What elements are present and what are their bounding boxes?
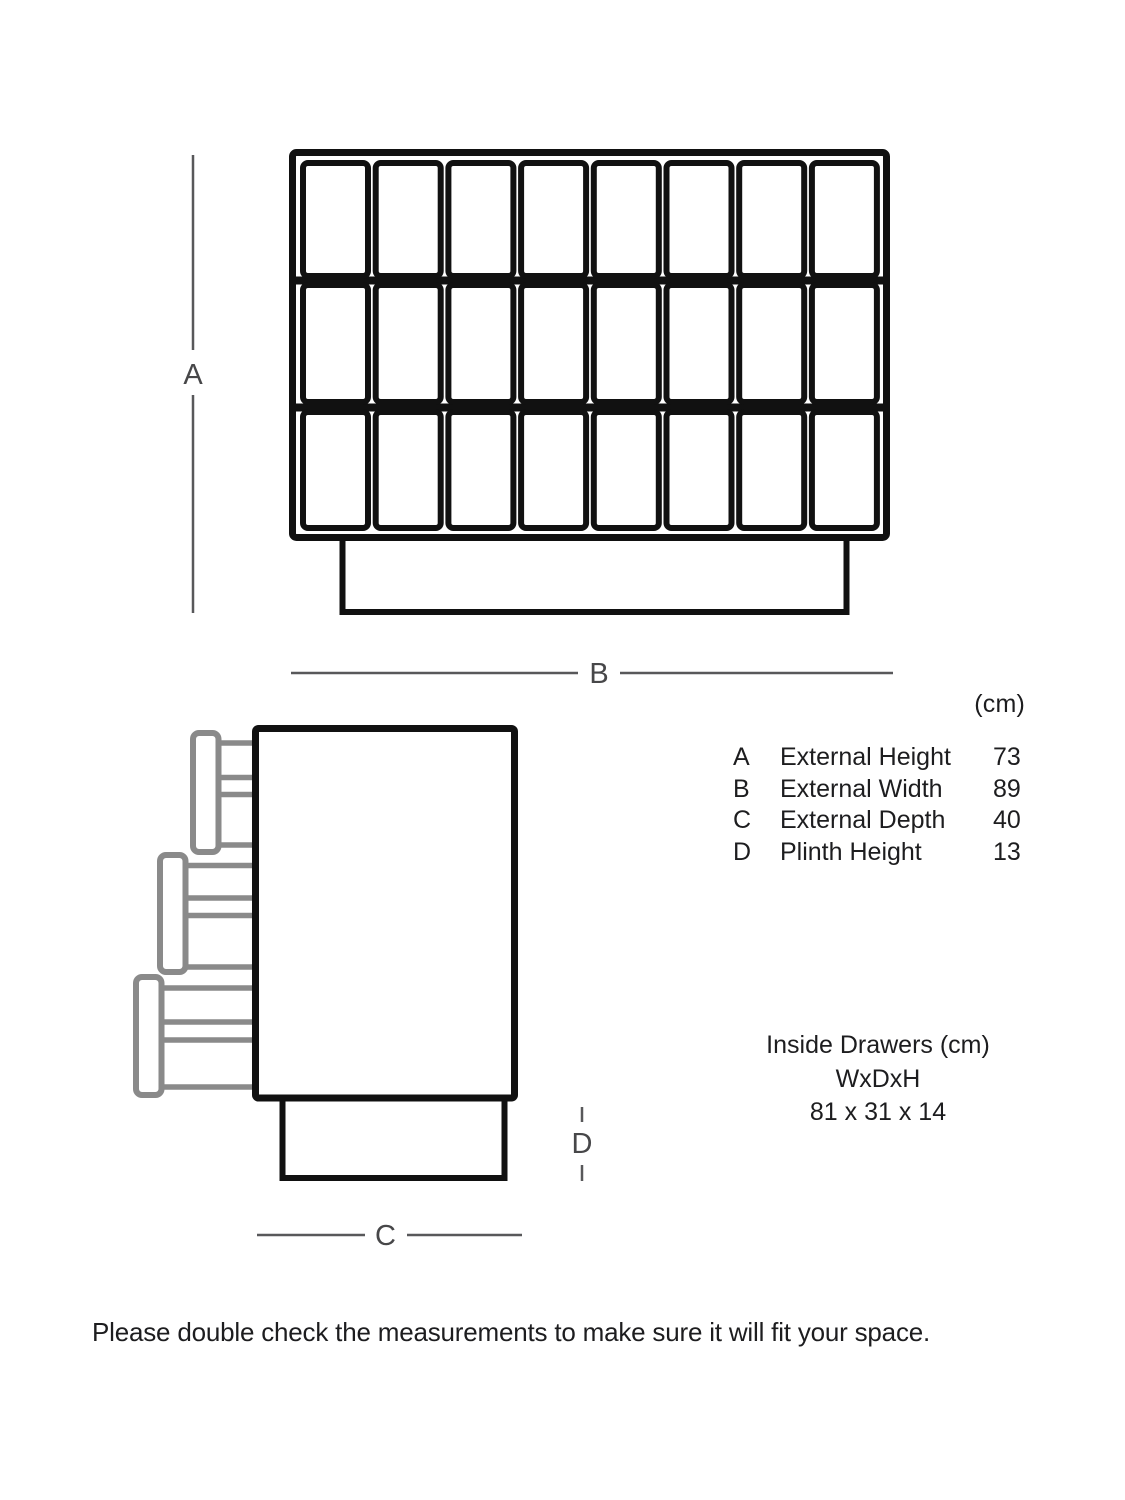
dimension-b-label: B bbox=[589, 658, 608, 690]
drawer-panel bbox=[300, 160, 371, 279]
inside-drawers-block: Inside Drawers (cm) WxDxH 81 x 31 x 14 bbox=[710, 1029, 1046, 1130]
table-row: A External Height 73 bbox=[733, 742, 1033, 774]
table-row: B External Width 89 bbox=[733, 774, 1033, 806]
inside-drawers-title: Inside Drawers (cm) bbox=[766, 1031, 990, 1059]
row-letter: C bbox=[733, 806, 752, 835]
row-letter: A bbox=[733, 743, 750, 772]
drawer-panel bbox=[808, 409, 880, 531]
drawer-panel bbox=[300, 409, 371, 531]
dimension-table: A External Height 73 B External Width 89… bbox=[733, 742, 1033, 868]
row-letter: B bbox=[733, 774, 750, 803]
row-letter: D bbox=[733, 838, 752, 867]
row-label: Plinth Height bbox=[780, 838, 922, 867]
dimension-b: B bbox=[291, 658, 893, 690]
table-row: C External Depth 40 bbox=[733, 805, 1033, 837]
drawer-panel bbox=[445, 160, 517, 279]
drawer-panel bbox=[808, 160, 880, 279]
row-value: 89 bbox=[993, 774, 1021, 803]
drawer-front bbox=[190, 730, 222, 855]
drawer-panel bbox=[808, 282, 880, 405]
row-value: 73 bbox=[993, 743, 1021, 772]
drawer-panel bbox=[590, 409, 662, 531]
side-cabinet-body bbox=[252, 725, 518, 1102]
drawer-panel bbox=[663, 282, 735, 405]
drawer-panel bbox=[590, 160, 662, 279]
row-label: External Height bbox=[780, 743, 951, 772]
inside-drawers-format: WxDxH bbox=[835, 1064, 921, 1093]
dimension-a: A bbox=[183, 155, 203, 613]
row-value: 13 bbox=[993, 838, 1021, 867]
dimension-a-label: A bbox=[183, 359, 203, 391]
disclaimer-text: Please double check the measurements to … bbox=[92, 1317, 931, 1347]
front-plinth bbox=[339, 535, 850, 615]
side-drawer-top bbox=[190, 730, 257, 855]
dimension-c-label: C bbox=[375, 1220, 396, 1252]
drawer-panel bbox=[518, 409, 590, 531]
drawer-panel bbox=[736, 409, 808, 531]
side-view bbox=[133, 725, 518, 1181]
drawer-panel bbox=[663, 409, 735, 531]
dimension-d-label: D bbox=[572, 1128, 593, 1160]
row-label: External Depth bbox=[780, 806, 946, 835]
drawer-panel bbox=[372, 409, 444, 531]
front-view bbox=[289, 149, 890, 615]
drawer-panel bbox=[372, 282, 444, 405]
drawer-panel bbox=[736, 282, 808, 405]
drawer-front bbox=[157, 852, 189, 975]
side-plinth bbox=[279, 1095, 508, 1181]
drawer-front bbox=[133, 974, 165, 1098]
side-drawer-middle bbox=[157, 852, 257, 975]
inside-drawers-value: 81 x 31 x 14 bbox=[809, 1098, 947, 1126]
table-row: D Plinth Height 13 bbox=[733, 837, 1033, 869]
drawer-panel bbox=[445, 409, 517, 531]
drawer-panel bbox=[518, 282, 590, 405]
units-header: (cm) bbox=[974, 690, 1025, 718]
dimension-d: D bbox=[572, 1107, 593, 1181]
dimension-c: C bbox=[257, 1220, 522, 1252]
drawer-panel bbox=[445, 282, 517, 405]
drawer-panel bbox=[372, 160, 444, 279]
drawer-panel bbox=[590, 282, 662, 405]
front-panel-grid bbox=[300, 160, 880, 531]
drawer-panel bbox=[300, 282, 371, 405]
row-value: 40 bbox=[993, 806, 1021, 835]
drawer-panel bbox=[518, 160, 590, 279]
drawer-panel bbox=[736, 160, 808, 279]
row-label: External Width bbox=[780, 774, 943, 803]
drawer-panel bbox=[663, 160, 735, 279]
side-drawer-bottom bbox=[133, 974, 257, 1098]
